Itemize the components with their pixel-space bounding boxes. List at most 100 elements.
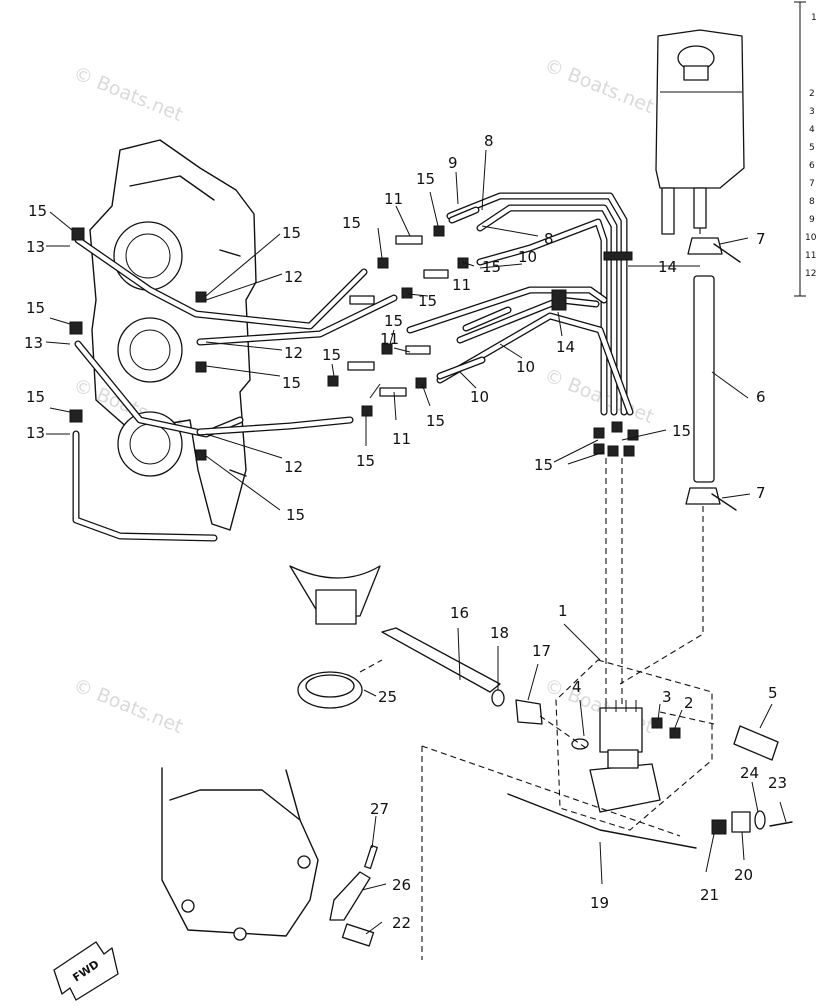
engine-boss xyxy=(181,899,195,913)
oil-tank-neck xyxy=(683,65,709,81)
nut-fitting xyxy=(195,449,207,461)
callout-10: 10 xyxy=(518,248,537,266)
fwd-arrow: FWD xyxy=(53,941,119,1001)
watermarks: © Boats.net © Boats.net © Boats.net © Bo… xyxy=(70,54,657,738)
pump-feed-lines xyxy=(605,458,623,706)
nut-fitting xyxy=(69,321,83,335)
lower-engine-section xyxy=(161,767,319,941)
nut-fitting xyxy=(327,375,339,387)
callout-15: 15 xyxy=(672,422,691,440)
leader-line xyxy=(553,429,667,465)
oil-hose-6 xyxy=(619,237,741,685)
cylinder-bore-inner xyxy=(125,233,171,279)
clamp-tab xyxy=(711,493,737,511)
cylinder-bore-inner xyxy=(129,329,171,371)
oil-hose-inner xyxy=(73,431,217,541)
nut-fitting xyxy=(195,291,207,303)
nut-fitting xyxy=(401,287,413,299)
leader-line xyxy=(377,149,700,297)
callout-numbers: 15 13 15 13 15 13 15 12 12 15 12 15 15 1… xyxy=(24,132,787,932)
callout-13: 13 xyxy=(24,334,43,352)
drive-shaft-16 xyxy=(289,565,587,749)
cylinder-bore xyxy=(117,317,183,383)
callout-15: 15 xyxy=(384,312,403,330)
pin-27 xyxy=(364,844,378,870)
oil-hose-inner xyxy=(447,193,627,415)
callout-5: 5 xyxy=(768,684,778,702)
callout-12: 12 xyxy=(284,344,303,362)
callout-12: 12 xyxy=(284,458,303,476)
union-joint xyxy=(379,387,407,397)
union-joint xyxy=(395,235,423,245)
pump-body-mid xyxy=(607,749,639,769)
engine-block-outline xyxy=(89,139,257,531)
watermark: © Boats.net xyxy=(541,364,657,428)
nut-21 xyxy=(711,819,727,835)
hoses-13 xyxy=(72,236,398,542)
callout-24: 24 xyxy=(740,764,759,782)
callout-leaders xyxy=(45,149,787,935)
pump-body-lower xyxy=(589,763,661,813)
hose-bundle xyxy=(406,192,634,416)
oil-hose-inner xyxy=(449,207,479,223)
callout-18: 18 xyxy=(490,624,509,642)
side-index-column: 1 2 3 4 5 6 7 8 9 10 11 12 xyxy=(794,1,817,297)
callout-15: 15 xyxy=(418,292,437,310)
engine-block xyxy=(89,139,257,531)
nut-fitting xyxy=(377,257,389,269)
nut-fitting xyxy=(607,445,619,457)
hose-clamp-upper xyxy=(687,237,723,255)
callout-16: 16 xyxy=(450,604,469,622)
callout-11: 11 xyxy=(384,190,403,208)
ball-joint-22 xyxy=(341,923,375,947)
callout-7: 7 xyxy=(756,484,766,502)
plug-5 xyxy=(659,711,779,761)
callout-15: 15 xyxy=(26,299,45,317)
oil-hose-inner xyxy=(75,237,367,329)
engine-edge xyxy=(169,789,301,821)
clip-23 xyxy=(769,821,793,827)
oil-hose-inner xyxy=(463,307,511,331)
nut-fitting xyxy=(71,227,85,241)
screw-2 xyxy=(669,727,681,739)
nut-fitting xyxy=(195,361,207,373)
short-hoses xyxy=(436,206,512,380)
callout-13: 13 xyxy=(26,424,45,442)
callout-15: 15 xyxy=(282,224,301,242)
oil-hose-inner xyxy=(197,417,353,435)
callout-23: 23 xyxy=(768,774,787,792)
union-joint xyxy=(347,361,375,371)
callout-15: 15 xyxy=(286,506,305,524)
clamp-tab xyxy=(713,243,741,263)
union-joint xyxy=(349,295,375,305)
leader-line xyxy=(659,711,715,725)
oil-hose-inner xyxy=(437,313,633,415)
drive-shaft xyxy=(381,627,501,693)
callout-14: 14 xyxy=(556,338,575,356)
callout-17: 17 xyxy=(532,642,551,660)
nut-fitting xyxy=(69,409,83,423)
fittings xyxy=(69,225,639,461)
hose-clamp-lower xyxy=(685,487,721,505)
seal-ring-inner xyxy=(305,674,355,698)
index-number: 3 xyxy=(809,107,815,117)
nut-fitting xyxy=(361,405,373,417)
cylinder-bore xyxy=(113,221,183,291)
joint-20 xyxy=(731,811,751,833)
callout-15: 15 xyxy=(342,214,361,232)
assembly-boundary xyxy=(555,659,713,831)
callout-27: 27 xyxy=(370,800,389,818)
watermark: © Boats.net xyxy=(70,62,186,126)
nut-fitting xyxy=(457,257,469,269)
nut-fitting xyxy=(381,343,393,355)
callout-15: 15 xyxy=(356,452,375,470)
fwd-arrow-shape xyxy=(53,941,119,1001)
index-number: 1 xyxy=(811,13,817,23)
watermark: © Boats.net xyxy=(541,54,657,118)
oil-hose-inner xyxy=(477,205,617,415)
callout-8: 8 xyxy=(544,230,554,248)
callout-13: 13 xyxy=(26,238,45,256)
callout-11: 11 xyxy=(380,330,399,348)
seal-25 xyxy=(297,659,383,709)
